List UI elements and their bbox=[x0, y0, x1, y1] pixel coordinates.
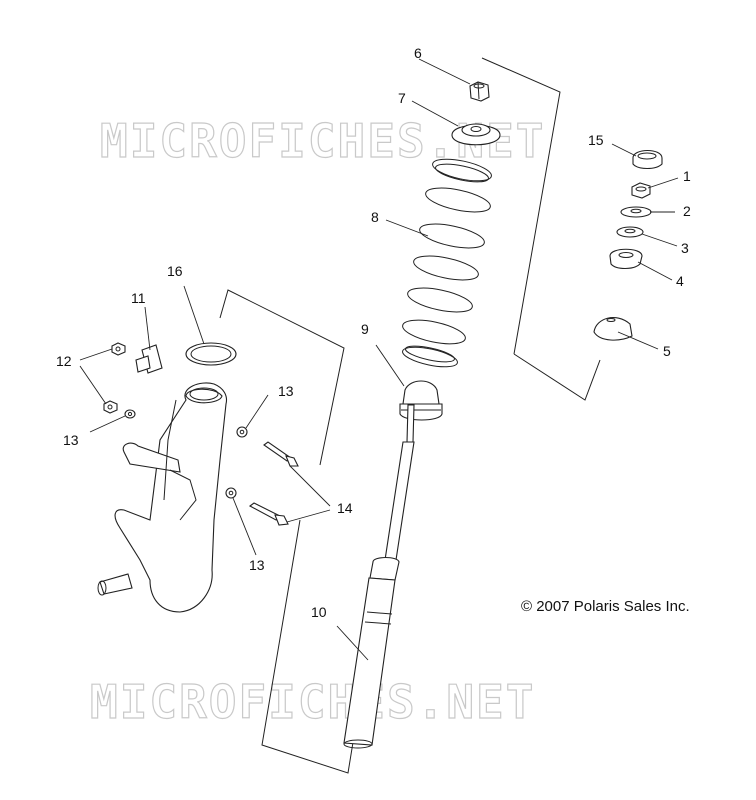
callout-2: 2 bbox=[683, 203, 691, 219]
part-10-shock-absorber bbox=[343, 404, 415, 749]
assembly-frame-right bbox=[481, 57, 601, 401]
part-7-upper-spring-seat bbox=[451, 123, 501, 146]
callout-3: 3 bbox=[681, 240, 689, 256]
part-13-washer-lower bbox=[225, 487, 237, 499]
part-15-cap bbox=[632, 149, 663, 170]
callout-4: 4 bbox=[676, 273, 684, 289]
part-11-clip bbox=[135, 344, 163, 374]
part-14-bolt-upper bbox=[263, 441, 299, 467]
callout-13-upper: 13 bbox=[278, 383, 294, 399]
callout-15: 15 bbox=[588, 132, 604, 148]
part-16-ring bbox=[185, 342, 237, 366]
part-13-washer-left bbox=[124, 409, 136, 419]
callout-14: 14 bbox=[337, 500, 353, 516]
part-2-washer bbox=[620, 206, 652, 218]
assembly-frame-left bbox=[219, 289, 356, 774]
callout-7: 7 bbox=[398, 90, 406, 106]
part-1-nut bbox=[631, 182, 651, 199]
callout-13-lower: 13 bbox=[249, 557, 265, 573]
part-6-nut bbox=[469, 81, 490, 102]
callout-12: 12 bbox=[56, 353, 72, 369]
part-8-coil-spring bbox=[402, 158, 492, 368]
callout-10: 10 bbox=[311, 604, 327, 620]
leader-lines bbox=[79, 58, 679, 661]
part-9-jounce-bumper bbox=[399, 380, 443, 421]
callout-8: 8 bbox=[371, 209, 379, 225]
watermark-bottom: MICROFICHES.NET bbox=[90, 675, 535, 729]
callout-16: 16 bbox=[167, 263, 183, 279]
part-5-bushing bbox=[593, 317, 633, 341]
callout-5: 5 bbox=[663, 343, 671, 359]
part-3-washer bbox=[616, 226, 644, 238]
callout-6: 6 bbox=[414, 45, 422, 61]
part-12-nut-upper bbox=[111, 342, 126, 356]
part-14-bolt-lower bbox=[248, 502, 289, 526]
part-12-nut-lower bbox=[103, 400, 118, 414]
callout-9: 9 bbox=[361, 321, 369, 337]
callout-1: 1 bbox=[683, 168, 691, 184]
callout-13-left: 13 bbox=[63, 432, 79, 448]
spindle-knuckle bbox=[97, 382, 228, 613]
part-13-washer-upper bbox=[236, 426, 248, 438]
callout-11: 11 bbox=[131, 290, 146, 306]
part-4-bushing bbox=[609, 248, 643, 270]
copyright-notice: © 2007 Polaris Sales Inc. bbox=[521, 598, 690, 615]
